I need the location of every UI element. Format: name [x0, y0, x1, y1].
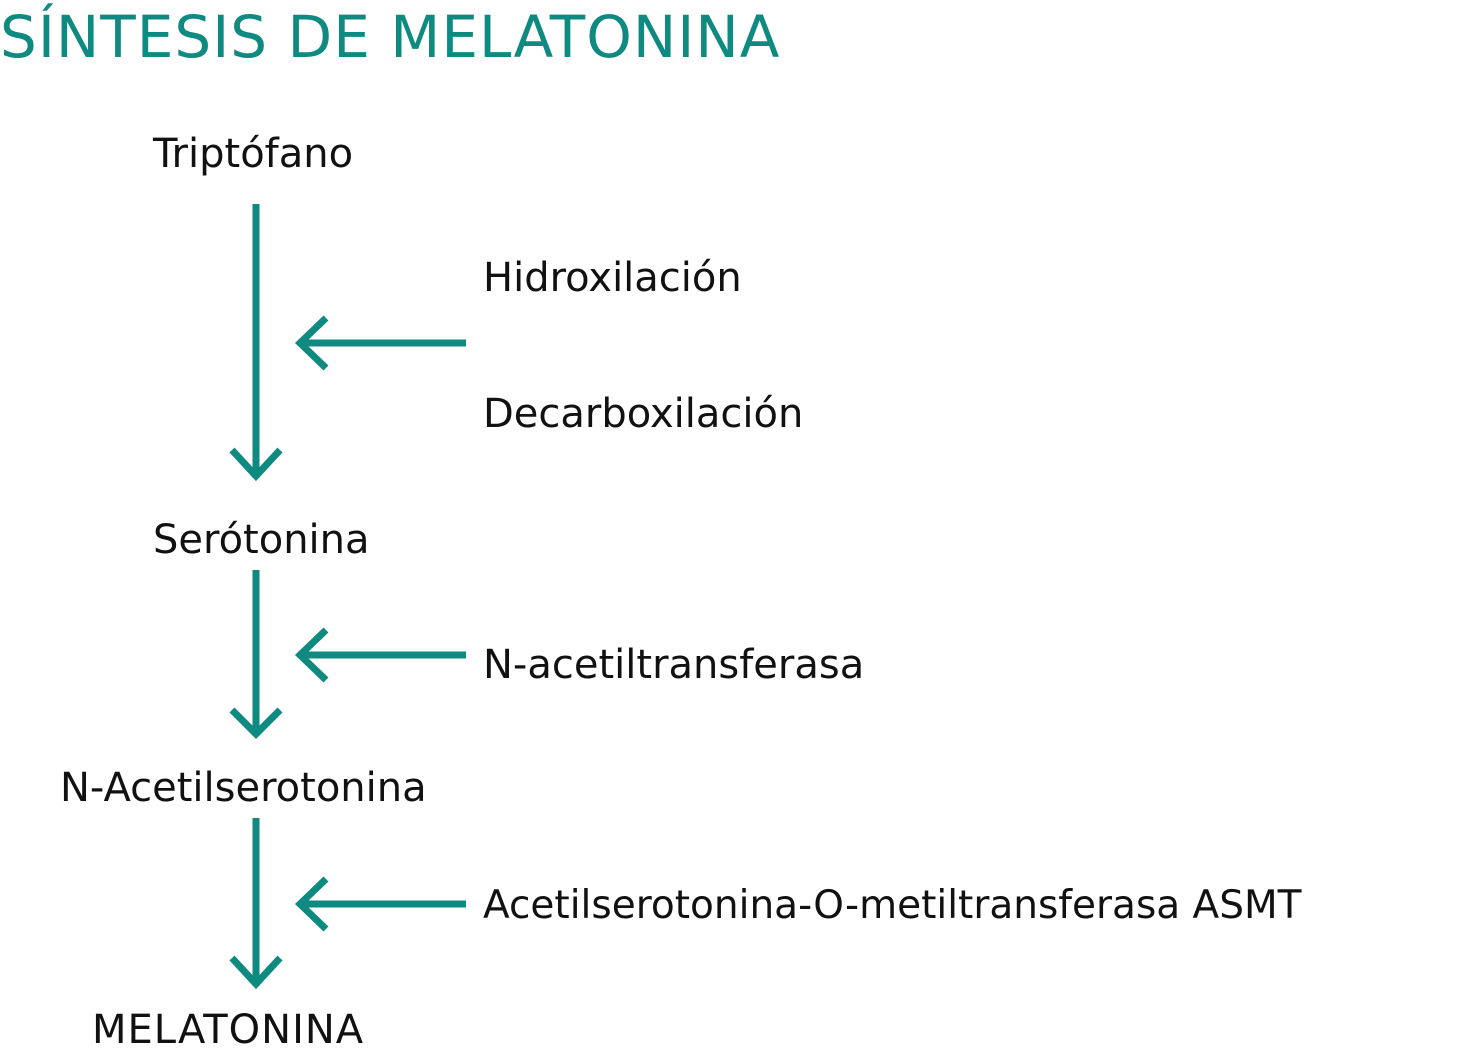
enzyme-decarboxilacion: Decarboxilación — [483, 391, 804, 437]
node-serotonina: Serótonina — [153, 517, 370, 563]
enzyme-asmt: Acetilserotonina-O-metiltransferasa ASMT — [483, 883, 1302, 928]
left-arrow-icon — [294, 315, 466, 371]
node-n-acetilserotonina: N-Acetilserotonina — [60, 765, 427, 811]
down-arrow-icon — [229, 570, 283, 739]
enzyme-hidroxilacion: Hidroxilación — [483, 255, 742, 301]
left-arrow-icon — [294, 627, 466, 683]
down-arrow-icon — [229, 818, 283, 990]
down-arrow-icon — [229, 204, 283, 482]
node-triptofano: Triptófano — [153, 131, 354, 177]
page-title: SÍNTESIS DE MELATONINA — [0, 3, 781, 71]
enzyme-n-acetiltransferasa: N-acetiltransferasa — [483, 642, 865, 688]
node-melatonina: MELATONINA — [92, 1007, 365, 1053]
left-arrow-icon — [294, 876, 466, 932]
